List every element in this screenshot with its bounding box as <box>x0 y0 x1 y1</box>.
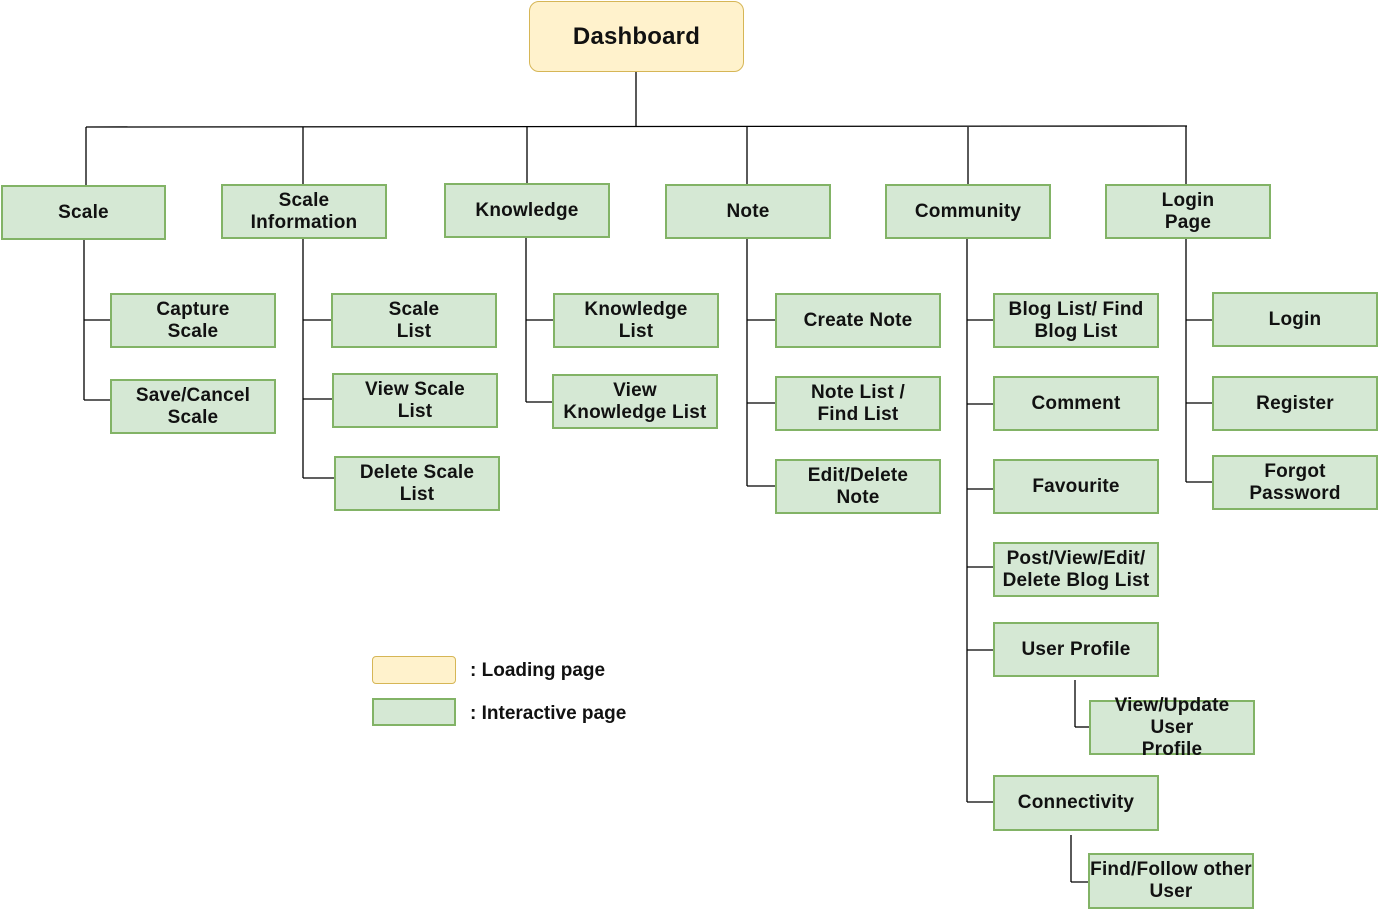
node-dashboard: Dashboard <box>529 1 744 72</box>
node-find-follow-other-user: Find/Follow other User <box>1088 853 1254 909</box>
node-create-note: Create Note <box>775 293 941 348</box>
node-capture-scale: Capture Scale <box>110 293 276 348</box>
node-delete-scale-list: Delete Scale List <box>334 456 500 511</box>
node-comment: Comment <box>993 376 1159 431</box>
node-save-cancel-scale: Save/Cancel Scale <box>110 379 276 434</box>
node-post-view-edit-delete-blog-list: Post/View/Edit/ Delete Blog List <box>993 542 1159 597</box>
node-connectivity: Connectivity <box>993 775 1159 831</box>
node-scale: Scale <box>1 185 166 240</box>
node-login: Login <box>1212 292 1378 347</box>
node-knowledge: Knowledge <box>444 183 610 238</box>
node-scale-information: Scale Information <box>221 184 387 239</box>
node-login-page: Login Page <box>1105 184 1271 239</box>
node-view-knowledge-list: View Knowledge List <box>552 374 718 429</box>
node-community: Community <box>885 184 1051 239</box>
legend-loading-swatch <box>372 656 456 684</box>
node-user-profile: User Profile <box>993 622 1159 677</box>
node-view-scale-list: View Scale List <box>332 373 498 428</box>
legend-interactive-swatch <box>372 698 456 726</box>
node-knowledge-list: Knowledge List <box>553 293 719 348</box>
node-register: Register <box>1212 376 1378 431</box>
node-scale-list: Scale List <box>331 293 497 348</box>
node-forgot-password: Forgot Password <box>1212 455 1378 510</box>
legend-loading-label: : Loading page <box>470 660 606 681</box>
connector-line <box>85 125 1188 128</box>
node-blog-list-find-blog-list: Blog List/ Find Blog List <box>993 293 1159 348</box>
legend-interactive-label: : Interactive page <box>470 703 627 724</box>
node-note-list-find-list: Note List / Find List <box>775 376 941 431</box>
node-note: Note <box>665 184 831 239</box>
node-edit-delete-note: Edit/Delete Note <box>775 459 941 514</box>
node-favourite: Favourite <box>993 459 1159 514</box>
node-view-update-user-profile: View/Update User Profile <box>1089 695 1255 760</box>
